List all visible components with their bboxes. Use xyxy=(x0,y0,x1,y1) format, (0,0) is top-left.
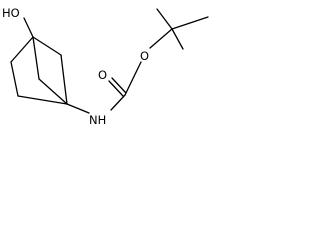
bond-bridgehead-to-nitrogen xyxy=(66,103,90,114)
bond-carbonyl-carbon-to-ester-oxygen xyxy=(124,61,142,96)
tert-butyl-group xyxy=(156,8,209,50)
bond-nitrogen-to-carbonyl-carbon xyxy=(110,94,126,111)
bond-left-upper-to-left-lower xyxy=(10,61,19,97)
bond-bridgehead-top-to-left-upper xyxy=(10,36,34,63)
bond-to-methyl-left xyxy=(156,8,173,30)
bond-left-lower-to-bridgehead-bottom xyxy=(17,95,68,105)
carbonyl-double-bond xyxy=(108,77,127,97)
bond-to-methyl-right xyxy=(171,16,209,30)
bond-ester-oxygen-to-quaternary-carbon xyxy=(149,28,173,49)
hydroxyl-label: HO xyxy=(2,6,20,20)
bicyclic-cage xyxy=(10,36,68,105)
bond-right-bridge-to-bridgehead-bottom xyxy=(60,54,68,105)
amine-label: NH xyxy=(89,113,106,127)
bond-mid-upper-to-bridgehead-bottom xyxy=(38,78,68,105)
bond-bridgehead-to-hydroxyl xyxy=(23,17,34,38)
bond-bridgehead-top-to-right-bridge xyxy=(32,36,62,56)
bond-bridgehead-top-to-mid-upper xyxy=(32,36,40,80)
chemical-structure-diagram: HO NH O O xyxy=(2,6,209,127)
ester-oxygen-label: O xyxy=(140,49,149,63)
carbonyl-oxygen-label: O xyxy=(98,68,107,82)
bond-to-methyl-bottom xyxy=(171,28,184,50)
